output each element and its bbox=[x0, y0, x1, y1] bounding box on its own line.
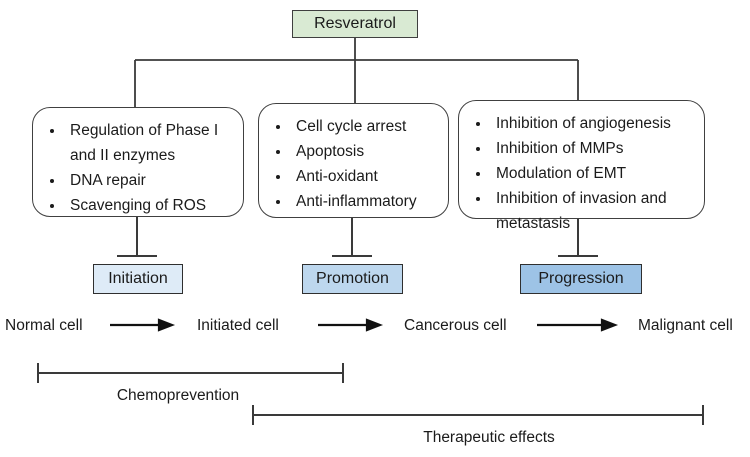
stage-box-progression: Progression bbox=[520, 264, 642, 294]
mechanism-box-progression: Inhibition of angiogenesis Inhibition of… bbox=[458, 100, 705, 232]
cell-label-normal: Normal cell bbox=[5, 317, 83, 334]
cell-label-cancerous: Cancerous cell bbox=[404, 317, 507, 334]
mechanism-item: Anti-oxidant bbox=[291, 164, 442, 189]
chemoprevention-label: Chemoprevention bbox=[116, 387, 240, 404]
stage-box-promotion: Promotion bbox=[302, 264, 403, 294]
mechanism-item: Inhibition of invasion and metastasis bbox=[491, 186, 698, 236]
mechanism-item: Anti-inflammatory bbox=[291, 189, 442, 214]
cell-label-initiated: Initiated cell bbox=[197, 317, 279, 334]
arrow-1-head bbox=[157, 318, 176, 332]
mechanism-list: Regulation of Phase I and II enzymes DNA… bbox=[41, 118, 237, 218]
mechanism-item: Modulation of EMT bbox=[491, 161, 698, 186]
mechanism-item: Inhibition of MMPs bbox=[491, 136, 698, 161]
stage-label: Progression bbox=[538, 270, 624, 287]
mechanism-item: Apoptosis bbox=[291, 139, 442, 164]
mechanism-list: Cell cycle arrest Apoptosis Anti-oxidant… bbox=[267, 114, 442, 214]
resveratrol-title-box: Resveratrol bbox=[292, 10, 418, 38]
cell-label-malignant: Malignant cell bbox=[638, 317, 733, 334]
arrow-2-head bbox=[365, 318, 384, 332]
stage-label: Initiation bbox=[108, 270, 168, 287]
mechanism-item: Inhibition of angiogenesis bbox=[491, 111, 698, 136]
stage-box-initiation: Initiation bbox=[93, 264, 183, 294]
mechanism-item: Cell cycle arrest bbox=[291, 114, 442, 139]
mechanism-item: Scavenging of ROS bbox=[65, 193, 237, 218]
resveratrol-title-label: Resveratrol bbox=[314, 15, 396, 32]
mechanism-item: DNA repair bbox=[65, 168, 237, 193]
mechanism-item: Regulation of Phase I and II enzymes bbox=[65, 118, 237, 168]
arrow-3-head bbox=[600, 318, 619, 332]
mechanism-list: Inhibition of angiogenesis Inhibition of… bbox=[467, 111, 698, 236]
stage-label: Promotion bbox=[316, 270, 389, 287]
mechanism-box-initiation: Regulation of Phase I and II enzymes DNA… bbox=[32, 107, 244, 217]
therapeutic-effects-label: Therapeutic effects bbox=[423, 429, 555, 446]
mechanism-box-promotion: Cell cycle arrest Apoptosis Anti-oxidant… bbox=[258, 103, 449, 218]
